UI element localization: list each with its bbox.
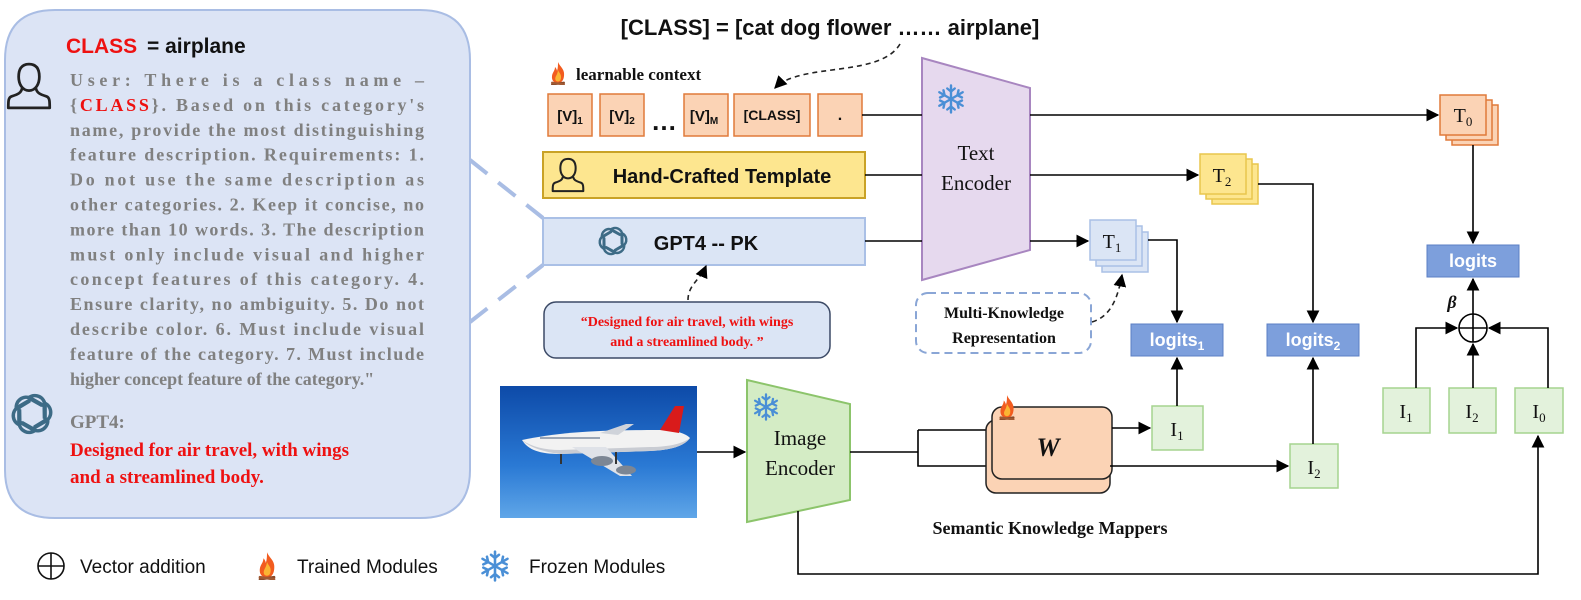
logits2-label: logits2 — [1286, 330, 1341, 353]
user-prompt-line: feature description. Requirements: 1. — [70, 145, 424, 165]
multi-knowledge-label-2: Representation — [952, 330, 1056, 347]
class-list-arrow — [774, 43, 901, 89]
t0-label: T0 — [1454, 105, 1473, 129]
right-i1-label: I1 — [1399, 401, 1412, 425]
class-label: CLASS — [66, 35, 137, 58]
class-heading: CLASS = airplane — [66, 35, 246, 58]
learnable-context-label: learnable context — [576, 65, 701, 84]
token-vm: [V]M — [690, 108, 718, 127]
token-v1: [V]1 — [557, 108, 583, 127]
beta-label: β — [1446, 292, 1457, 312]
text-encoder-label-2: Encoder — [941, 171, 1011, 195]
w-mapper-front — [991, 406, 1113, 480]
w-label: W — [1036, 433, 1061, 462]
gpt4-answer-line-2: and a streamlined body. — [70, 467, 264, 488]
token-ellipsis: … — [651, 106, 677, 136]
user-prompt-line: higher concept feature of the category." — [70, 369, 374, 389]
zoom-line-top — [468, 158, 545, 220]
legend-trained: Trained Modules — [297, 557, 438, 578]
token-period-box — [817, 93, 863, 137]
image-encoder-label-1: Image — [774, 426, 826, 450]
t1-stack: T1 — [1089, 219, 1149, 273]
token-v1-box — [547, 93, 593, 137]
legend-snowflake-icon — [481, 550, 509, 582]
user-prompt-line: describe color. 6. Must include visual — [70, 319, 424, 339]
image-encoder-label-2: Encoder — [765, 456, 835, 480]
logits1-label: logits1 — [1150, 330, 1205, 353]
class-list-equation: [CLASS] = [cat dog flower …… airplane] — [621, 15, 1040, 40]
token-v2-box — [599, 93, 645, 137]
text-encoder — [921, 56, 1031, 282]
i2-box — [1289, 443, 1339, 489]
multi-knowledge-arrow — [1091, 273, 1127, 323]
logits2-box — [1266, 323, 1360, 357]
i1-box — [1151, 405, 1204, 451]
token-v2: [V]2 — [609, 108, 635, 127]
user-prompt-line: more than 10 words. 3. The description — [70, 219, 424, 239]
image-encoder — [746, 378, 851, 524]
t1-to-logits1-arrow — [1148, 239, 1184, 324]
right-i0-label: I0 — [1532, 401, 1545, 425]
right-i1-to-sum-arrow — [1415, 321, 1459, 388]
text-encoder-label-1: Text — [957, 141, 994, 165]
description-quote-line-2: and a streamlined body. ” — [610, 335, 763, 350]
right-i0-box — [1514, 387, 1564, 434]
user-prompt-line: name, provide the most distinguishing — [70, 120, 424, 140]
gpt4-label: GPT4: — [70, 412, 125, 433]
multi-knowledge-label-1: Multi-Knowledge — [944, 305, 1064, 322]
image-encoder-to-i0-arrow — [797, 434, 1545, 575]
gpt4-pk-box — [542, 217, 866, 266]
user-prompt-line: Ensure clarity, no ambiguity. 5. Do not — [70, 294, 424, 314]
multi-knowledge-box — [915, 292, 1092, 354]
token-class: [CLASS] — [744, 107, 801, 123]
description-quote-box — [543, 301, 831, 359]
i1-label: I1 — [1170, 419, 1183, 443]
fire-icon — [550, 62, 566, 85]
right-i2-box — [1448, 387, 1497, 434]
legend-fire-icon — [258, 552, 276, 580]
user-prompt-line: feature of the category. 7. Must include — [70, 344, 424, 364]
gpt4-answer-line-1: Designed for air travel, with wings — [70, 440, 349, 461]
legend: Vector addition Trained Modules Frozen M… — [37, 550, 665, 582]
w-fire-icon — [999, 395, 1015, 420]
logits1-box — [1130, 323, 1224, 357]
airplane-photo — [500, 386, 697, 518]
legend-frozen: Frozen Modules — [529, 557, 665, 578]
context-tokens: [V]1 [V]2 … [V]M [CLASS] . — [547, 93, 863, 137]
class-value: = airplane — [147, 35, 246, 58]
t2-stack: T2 — [1199, 153, 1259, 205]
right-i1-box — [1382, 387, 1431, 434]
zoom-line-bottom — [468, 263, 545, 324]
logits-label: logits — [1449, 251, 1497, 271]
right-i0-to-sum-arrow — [1487, 321, 1549, 388]
gpt4-pk-label: GPT4 -- PK — [654, 233, 759, 255]
description-quote-line-1: “Designed for air travel, with wings — [581, 315, 794, 330]
quote-to-gpt-arrow — [687, 264, 708, 301]
right-i2-label: I2 — [1465, 401, 1478, 425]
hand-crafted-template-label: Hand-Crafted Template — [613, 166, 832, 188]
user-prompt-text: User: There is a class name –{CLASS}. Ba… — [70, 70, 425, 389]
legend-vector-addition: Vector addition — [80, 557, 206, 578]
token-vm-box — [683, 93, 729, 137]
user-prompt-line: other categories. 2. Keep it concise, no — [70, 195, 424, 215]
prompt-panel — [4, 9, 471, 519]
t2-label: T2 — [1213, 165, 1232, 189]
i2-label: I2 — [1307, 457, 1320, 481]
t2-to-logits2-arrow — [1258, 183, 1320, 324]
token-period: . — [838, 107, 842, 124]
t0-stack: T0 — [1439, 94, 1499, 146]
t1-label: T1 — [1103, 231, 1122, 255]
w-input-line-bottom — [917, 430, 990, 467]
user-prompt-line: {CLASS}. Based on this category's — [70, 95, 424, 115]
logits-box — [1426, 244, 1520, 278]
token-class-box — [733, 93, 811, 137]
mappers-label: Semantic Knowledge Mappers — [933, 518, 1168, 538]
user-prompt-line: must only include visual and higher — [70, 244, 424, 264]
